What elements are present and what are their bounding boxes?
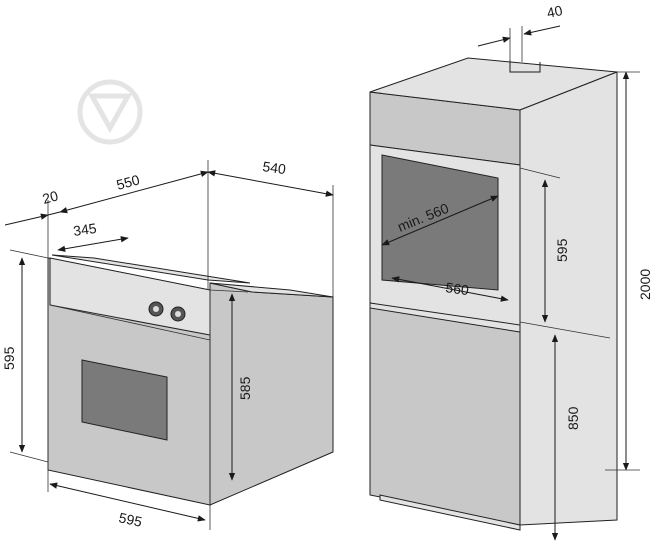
dim-niche-width: 560 (445, 279, 471, 298)
cabinet-dimension-lines (381, 25, 640, 541)
dim-width-top: 550 (115, 171, 142, 193)
dim-height-body: 585 (237, 376, 253, 400)
oven-side (209, 282, 334, 506)
dim-height-front: 595 (1, 346, 17, 370)
oven-knob-left (148, 301, 164, 317)
oven-knob-right (170, 306, 186, 322)
watermark-logo (77, 79, 143, 145)
dim-lower-height: 850 (565, 406, 581, 430)
dim-niche-height: 595 (554, 238, 570, 262)
dim-depth: 540 (262, 158, 288, 177)
oven-drawing (47, 160, 334, 506)
oven-window (81, 359, 168, 441)
dim-panel-depth: 345 (72, 220, 98, 239)
cabinet-drawing (369, 57, 618, 531)
dim-total-height: 2000 (637, 269, 653, 300)
oven-panel-top (51, 254, 251, 284)
dim-width-bottom: 595 (117, 509, 143, 530)
dim-panel-offset: 20 (41, 187, 60, 207)
cabinet-side (519, 71, 618, 526)
oven-dimension-lines (4, 170, 334, 530)
dim-top-gap: 40 (545, 2, 564, 21)
cabinet-lower (369, 305, 521, 526)
